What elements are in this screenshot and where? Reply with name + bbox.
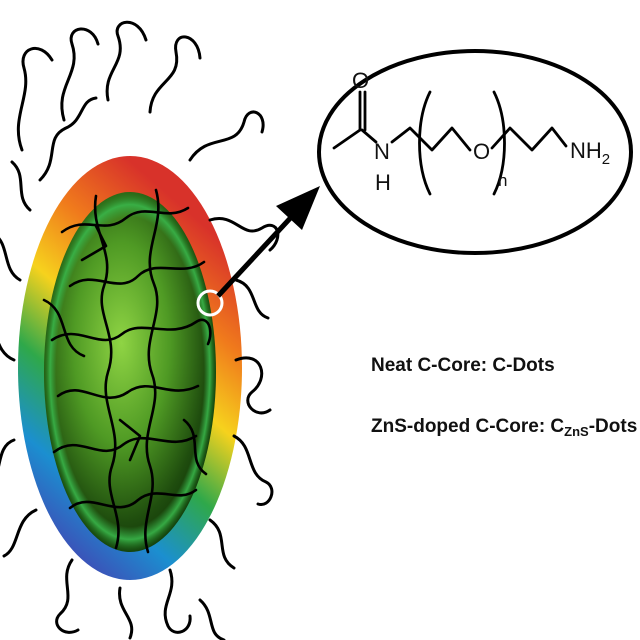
carbonyl-oxygen-label: O: [352, 68, 369, 93]
core-rim: [44, 192, 216, 552]
nanoparticle: [0, 20, 280, 640]
legend-line-czns-dots: ZnS-doped C-Core: CZnS-Dots: [371, 416, 637, 439]
zoom-arrow: [216, 186, 320, 298]
amine-subscript: 2: [602, 151, 610, 168]
amide-hydrogen-label: H: [375, 170, 391, 195]
polymer-chains-inner: [42, 188, 212, 554]
structure-bubble: [317, 49, 633, 255]
polymer-chains-outer: [0, 20, 280, 640]
legend-suffix: -Dots: [589, 416, 638, 437]
ligand-structure: O N H O n NH2: [317, 49, 633, 255]
highlight-ring: [196, 289, 224, 317]
legend-line-cdots: Neat C-Core: C-Dots: [371, 355, 555, 376]
legend: Neat C-Core: C-Dots ZnS-doped C-Core: CZ…: [371, 355, 637, 439]
amide-nitrogen-label: N: [374, 139, 390, 164]
ether-oxygen-label: O: [473, 139, 490, 164]
amine-label: NH2: [570, 138, 610, 168]
legend-subscript-zns: ZnS: [564, 424, 589, 439]
repeat-index-label: n: [498, 171, 507, 190]
